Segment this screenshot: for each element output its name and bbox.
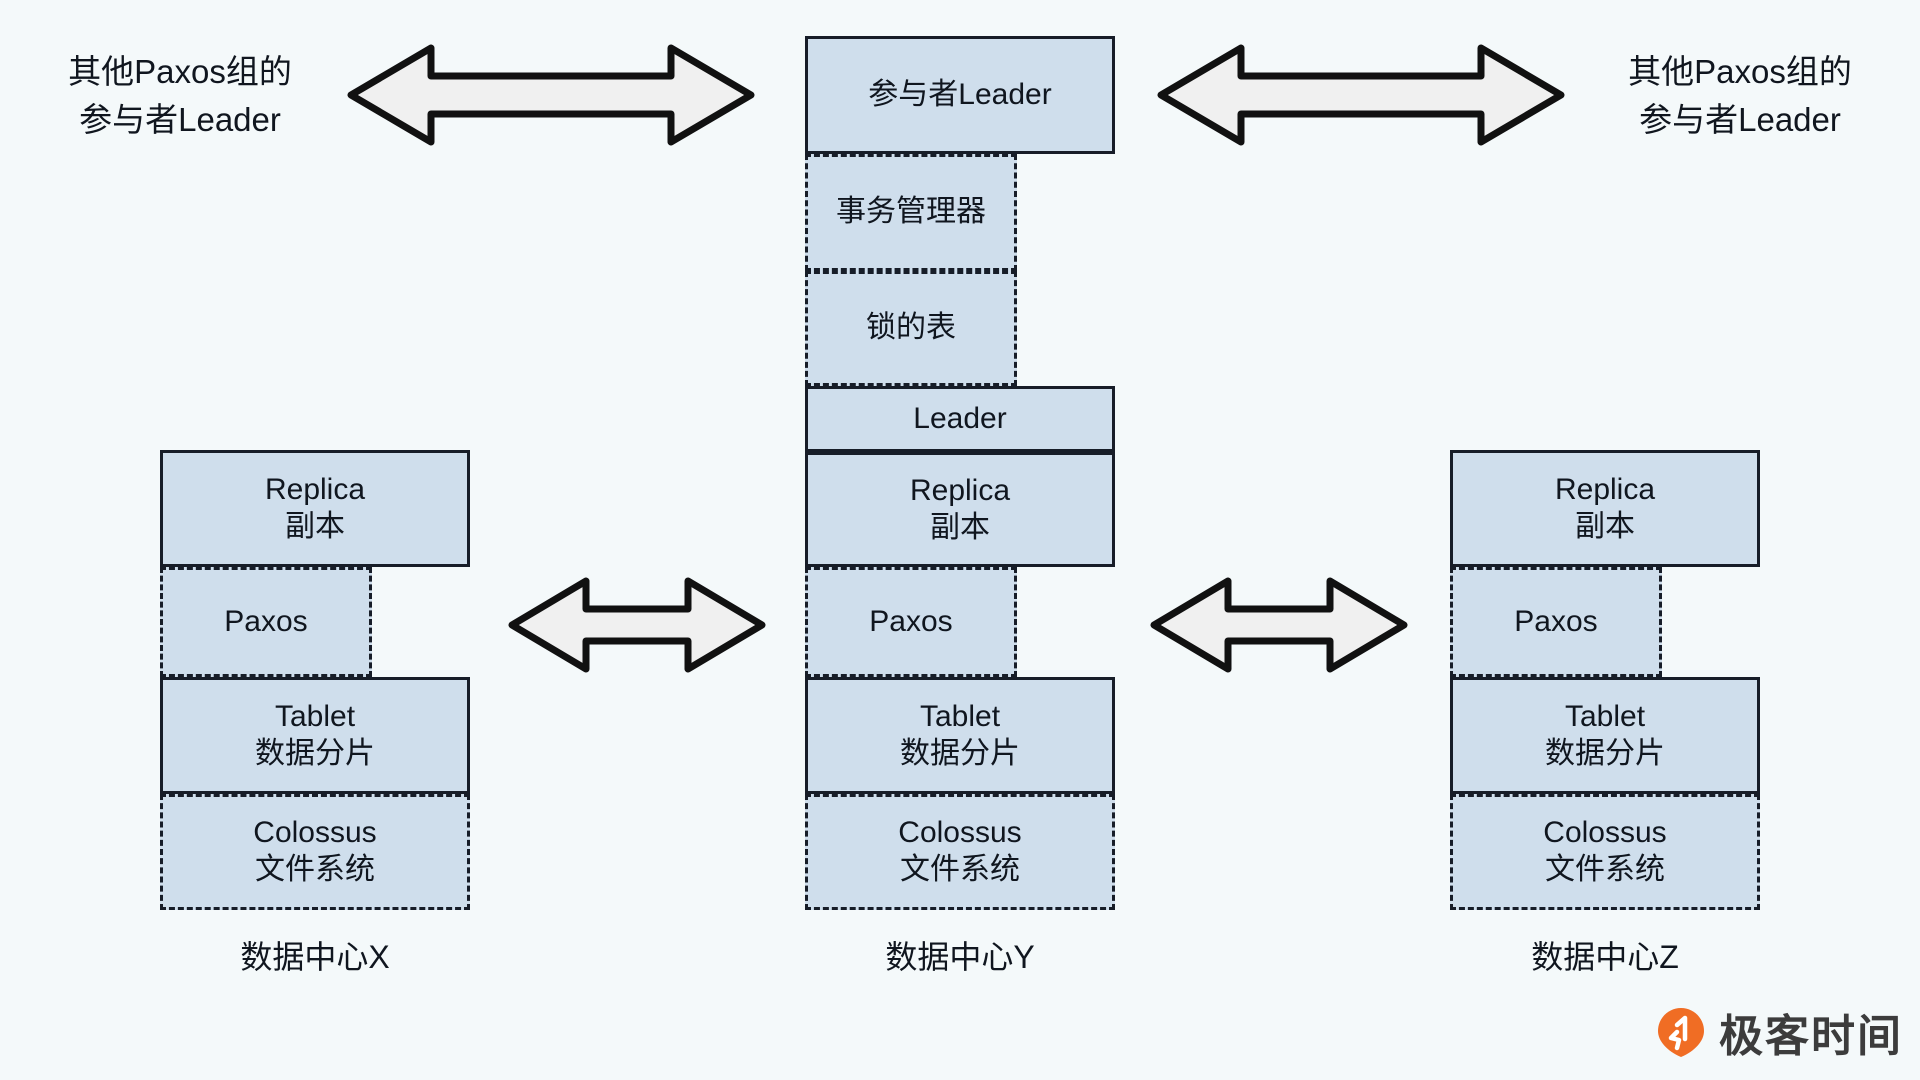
caption-left-paxos-group: 其他Paxos组的 参与者Leader [40, 48, 320, 144]
box-y-participant-leader-line1: 参与者Leader [868, 77, 1052, 111]
datacenter-label-y: 数据中心Y [885, 939, 1035, 975]
caption-right-line2: 参与者Leader [1639, 100, 1841, 138]
box-y-paxos-line1: Paxos [869, 604, 953, 638]
box-z-paxos-line1: Paxos [1514, 604, 1598, 638]
arrow-middle-left [508, 577, 766, 673]
datacenter-label-z: 数据中心Z [1531, 939, 1679, 975]
arrow-top-right [1157, 44, 1565, 146]
caption-right-line1: 其他Paxos组的 [1628, 53, 1852, 90]
box-y-tablet-line2: 数据分片 [900, 736, 1020, 770]
box-z-tablet-line2: 数据分片 [1545, 736, 1665, 770]
box-z-tablet: Tablet 数据分片 [1450, 677, 1760, 794]
box-y-tablet: Tablet 数据分片 [805, 677, 1115, 794]
box-x-colossus-line1: Colossus [253, 816, 377, 850]
arrow-top-left [347, 44, 755, 146]
box-y-participant-leader: 参与者Leader [805, 36, 1115, 154]
box-y-colossus-line1: Colossus [898, 816, 1022, 850]
geek-pin-icon [1655, 1006, 1707, 1058]
box-y-replica: Replica 副本 [805, 452, 1115, 567]
geekbang-logo: 极客时间 [1655, 1000, 1903, 1064]
caption-right-paxos-group: 其他Paxos组的 参与者Leader [1600, 48, 1880, 144]
box-x-paxos-line1: Paxos [224, 604, 308, 638]
box-y-transaction-manager-line1: 事务管理器 [836, 195, 986, 229]
box-x-replica: Replica 副本 [160, 450, 470, 567]
box-z-replica-line1: Replica [1554, 472, 1656, 506]
box-x-replica-line1: Replica [264, 472, 366, 506]
box-z-colossus-line1: Colossus [1543, 816, 1667, 850]
box-y-colossus: Colossus 文件系统 [805, 794, 1115, 910]
datacenter-label-x: 数据中心X [240, 939, 390, 975]
box-x-tablet-line1: Tablet [274, 699, 356, 733]
box-y-paxos: Paxos [805, 567, 1017, 677]
box-y-tablet-line1: Tablet [919, 699, 1001, 733]
arrow-middle-right [1150, 577, 1408, 673]
box-y-lock-table: 锁的表 [805, 271, 1017, 386]
geekbang-wordmark: 极客时间 [1719, 1011, 1903, 1062]
box-x-replica-line2: 副本 [285, 509, 345, 543]
box-x-colossus: Colossus 文件系统 [160, 794, 470, 910]
box-y-colossus-line2: 文件系统 [900, 853, 1020, 886]
box-y-leader-line1: Leader [913, 401, 1007, 435]
box-z-colossus-line2: 文件系统 [1545, 853, 1665, 886]
box-y-replica-line1: Replica [909, 473, 1011, 507]
box-z-paxos: Paxos [1450, 567, 1662, 677]
box-x-colossus-line2: 文件系统 [255, 853, 375, 886]
box-x-tablet: Tablet 数据分片 [160, 677, 470, 794]
box-y-transaction-manager: 事务管理器 [805, 154, 1017, 271]
box-x-tablet-line2: 数据分片 [255, 736, 375, 770]
box-z-colossus: Colossus 文件系统 [1450, 794, 1760, 910]
box-z-replica-line2: 副本 [1575, 509, 1635, 543]
caption-left-line1: 其他Paxos组的 [68, 53, 292, 90]
caption-left-line2: 参与者Leader [79, 100, 281, 138]
box-x-paxos: Paxos [160, 567, 372, 677]
box-y-leader: Leader [805, 386, 1115, 452]
box-y-replica-line2: 副本 [930, 510, 990, 544]
box-z-tablet-line1: Tablet [1564, 699, 1646, 733]
box-y-lock-table-line1: 锁的表 [866, 311, 956, 345]
box-z-replica: Replica 副本 [1450, 450, 1760, 567]
